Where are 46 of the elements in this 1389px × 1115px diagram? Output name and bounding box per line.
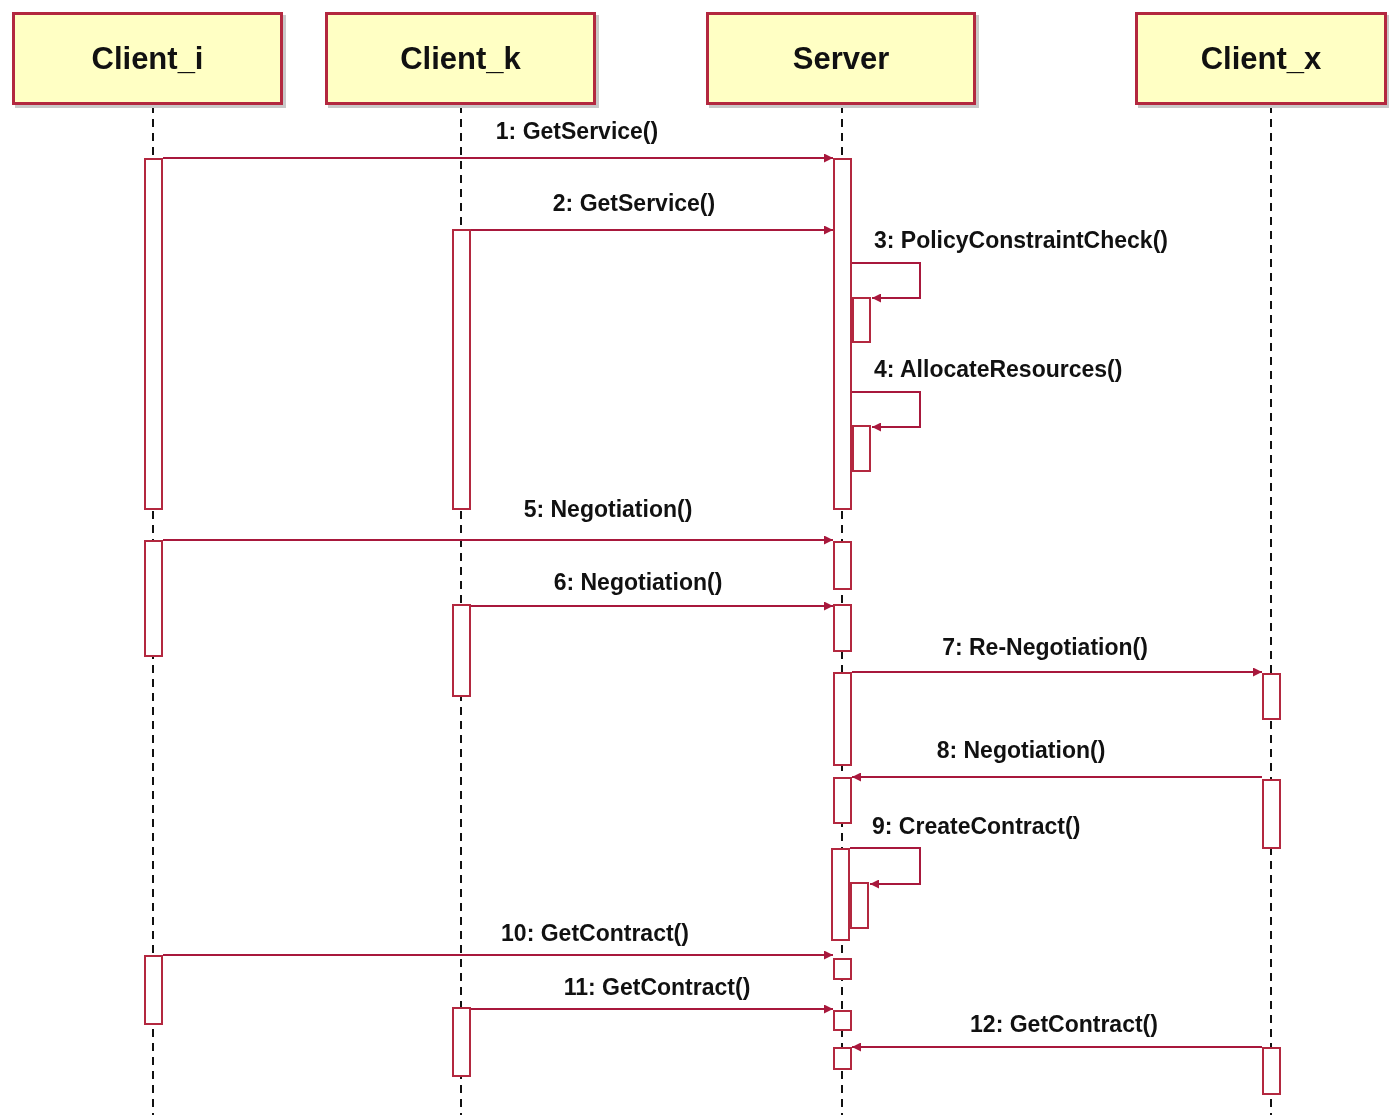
activation-bar xyxy=(833,1010,852,1031)
edge-label: 4: AllocateResources() xyxy=(872,356,1125,383)
activation-bar xyxy=(144,955,163,1025)
lifeline-head-box: Server xyxy=(706,12,976,105)
message-arrow xyxy=(851,772,1263,782)
message-arrow xyxy=(851,667,1263,677)
activation-bar xyxy=(833,1047,852,1070)
message-arrow xyxy=(470,601,834,611)
message-arrow xyxy=(470,1004,834,1014)
edge-label: 5: Negotiation() xyxy=(521,496,695,523)
message-arrow xyxy=(470,225,834,235)
activation-bar xyxy=(852,425,871,472)
edge-label: 3: PolicyConstraintCheck() xyxy=(872,227,1170,254)
activation-bar xyxy=(831,848,850,941)
edge-label: 6: Negotiation() xyxy=(551,569,725,596)
edge-label: 8: Negotiation() xyxy=(934,737,1108,764)
activation-bar xyxy=(144,158,163,510)
message-arrow xyxy=(851,1042,1263,1052)
message-arrow xyxy=(851,391,921,432)
activation-bar xyxy=(452,229,471,510)
activation-bar xyxy=(833,541,852,590)
activation-bar xyxy=(850,882,869,929)
activation-bar xyxy=(833,958,852,980)
message-arrow xyxy=(849,847,921,889)
message-arrow xyxy=(162,950,834,960)
edge-label: 9: CreateContract() xyxy=(870,813,1083,840)
lifeline-head-box: Client_x xyxy=(1135,12,1387,105)
activation-bar xyxy=(833,604,852,652)
lifeline-head-box: Client_i xyxy=(12,12,283,105)
activation-bar xyxy=(852,297,871,343)
activation-bar xyxy=(452,1007,471,1077)
activation-bar xyxy=(452,604,471,697)
lifeline-head-box: Client_k xyxy=(325,12,596,105)
activation-bar xyxy=(833,777,852,824)
activation-bar xyxy=(1262,1047,1281,1095)
edge-label: 10: GetContract() xyxy=(499,920,691,947)
edge-label: 12: GetContract() xyxy=(968,1011,1160,1038)
activation-bar xyxy=(833,672,852,766)
activation-bar xyxy=(1262,779,1281,849)
activation-bar xyxy=(1262,673,1281,720)
message-arrow xyxy=(851,262,921,303)
message-arrow xyxy=(162,535,834,545)
activation-bar xyxy=(144,540,163,657)
edge-label: 7: Re-Negotiation() xyxy=(940,634,1150,661)
activation-bar xyxy=(833,158,852,510)
message-arrow xyxy=(162,153,834,163)
